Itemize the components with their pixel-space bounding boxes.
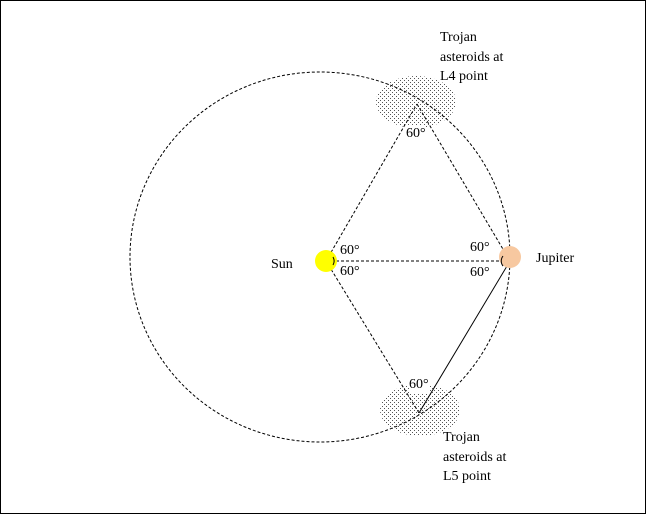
l5-asteroid-cloud [380, 384, 460, 436]
angle-label-sun-lower: 60° [340, 264, 360, 280]
angle-label-jupiter-lower: 60° [470, 265, 490, 281]
sun-l5-line [325, 260, 420, 414]
angle-label-l5: 60° [409, 377, 429, 393]
angle-label-jupiter-upper: 60° [470, 240, 490, 256]
l4-label-line: L4 point [440, 69, 488, 84]
l4-asteroid-cloud [376, 76, 456, 128]
l5-label-line: asteroids at [443, 450, 507, 465]
sun-l4-line [325, 103, 418, 262]
jupiter-angle-arc [500, 255, 504, 267]
sun-angle-arc [332, 256, 335, 266]
angle-label-l4: 60° [406, 126, 426, 142]
l4-label-line: Trojan [440, 30, 477, 45]
jupiter-label: Jupiter [536, 251, 575, 266]
l4-label-line: asteroids at [440, 50, 504, 65]
sun-label: Sun [271, 257, 293, 272]
sun-icon [315, 250, 337, 272]
l5-label-line: L5 point [443, 469, 491, 484]
jupiter-icon [499, 246, 521, 268]
l5-jupiter-line [418, 260, 511, 414]
l4-jupiter-line [416, 103, 511, 262]
angle-label-sun-upper: 60° [340, 243, 360, 259]
l5-label-line: Trojan [443, 430, 480, 445]
